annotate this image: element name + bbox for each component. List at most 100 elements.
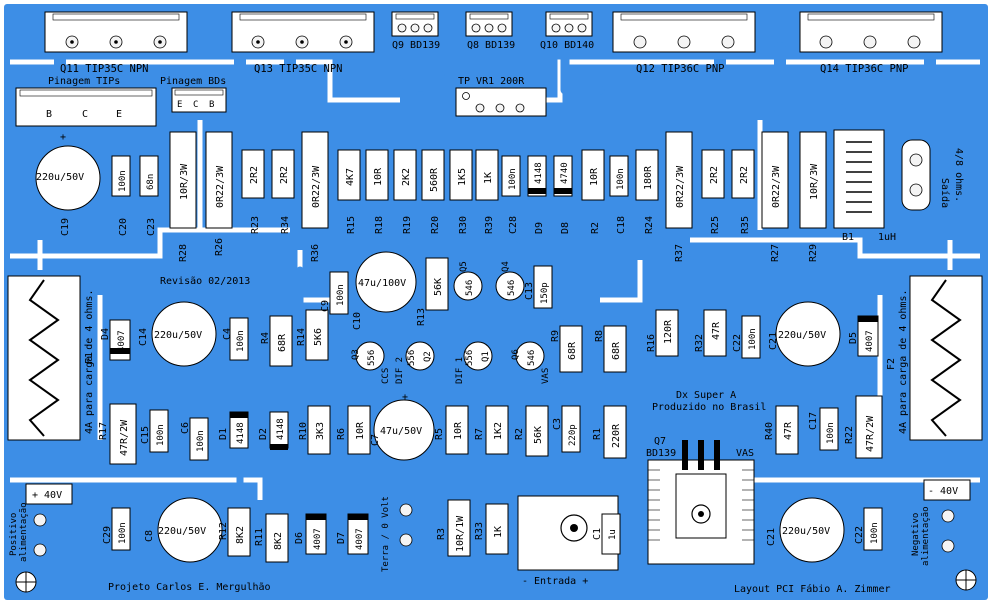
d7-ref: D7	[336, 532, 347, 544]
r34-value: 2R2	[279, 166, 290, 184]
q13-label: Q13 TIP35C NPN	[254, 63, 343, 75]
q1-value: 556	[465, 350, 475, 366]
c21-value: 220u/50V	[778, 330, 826, 341]
r2x-value: 10R	[589, 167, 600, 186]
q6-value: 546	[527, 350, 537, 366]
c20-value: 100n	[118, 170, 128, 192]
c21-ref: C21	[768, 332, 779, 350]
q11-outline: Q11 TIP35C NPN	[44, 11, 188, 75]
output-load: 4/8 ohms.	[953, 148, 964, 202]
inductor-value: 1uH	[878, 232, 896, 243]
r9-value: 68R	[567, 341, 578, 360]
r24-value: 180R	[643, 165, 654, 190]
r16-ref: R16	[646, 334, 657, 352]
q7-ref: Q7	[654, 436, 666, 447]
vas-label-small: VAS	[541, 368, 551, 384]
r26-value: 0R22/3W	[215, 165, 226, 208]
r22-ref: R22	[844, 426, 855, 444]
f1-ref: F1	[84, 352, 95, 364]
c19-ref: C19	[60, 218, 71, 236]
r13-ref: R13	[416, 308, 427, 326]
q2-ref: Q2	[423, 351, 433, 362]
b1-ref: B1	[842, 232, 854, 243]
neg-supply-value: - 40V	[928, 486, 958, 497]
c4-value: 100n	[236, 330, 246, 352]
c21b-ref: C21	[766, 528, 777, 546]
r27-value: 0R22/3W	[771, 165, 782, 208]
r11-value: 8K2	[273, 532, 284, 550]
q5-value: 546	[465, 280, 475, 296]
vas-label: VAS	[736, 448, 754, 459]
pinout-bd-b: B	[209, 100, 214, 110]
r7-value: 1K2	[493, 422, 504, 440]
neg-supply-label-2: alimentação	[921, 506, 931, 566]
c1-ref: C1	[592, 528, 603, 540]
c3-value: 220p	[568, 424, 578, 446]
pinout-c: C	[82, 109, 88, 120]
q5-ref: Q5	[459, 261, 469, 272]
r28-ref: R28	[178, 244, 189, 262]
c9-value: 100n	[336, 284, 346, 306]
c4-ref: C4	[222, 328, 233, 340]
r40-ref: R40	[764, 422, 775, 440]
r20-value: 560R	[429, 167, 440, 192]
c23-ref: C23	[146, 218, 157, 236]
c1-value: 1u	[608, 529, 618, 540]
c23-value: 68n	[146, 174, 156, 190]
q13-outline: Q13 TIP35C NPN	[231, 11, 375, 75]
q4-ref: Q4	[501, 261, 511, 272]
r25-ref: R25	[710, 216, 721, 234]
r16-value: 120R	[663, 319, 674, 344]
d2-ref: D2	[258, 428, 269, 440]
d1-ref: D1	[218, 428, 229, 440]
r18-ref: R18	[374, 216, 385, 234]
d6-ref: D6	[294, 532, 305, 544]
pinout-tips-title: Pinagem TIPs	[48, 76, 120, 87]
q6-ref: Q6	[511, 349, 521, 360]
r37-ref: R37	[674, 244, 685, 262]
c21b-value: 220u/50V	[782, 526, 830, 537]
neg-supply-label-1: Negativo	[911, 513, 921, 556]
r15-ref: R15	[346, 216, 357, 234]
q2-value: 556	[407, 350, 417, 366]
c3-ref: C3	[552, 418, 563, 430]
r14-value: 5K6	[313, 328, 324, 346]
r8-value: 68R	[611, 341, 622, 360]
c13-ref: C13	[524, 282, 535, 300]
r2-ref: R2	[514, 428, 525, 440]
q4-value: 546	[507, 280, 517, 296]
pinout-e: E	[116, 109, 122, 120]
r17-ref: R17	[98, 422, 109, 440]
d4-ref: D4	[100, 328, 111, 340]
r24-ref: R24	[644, 216, 655, 234]
q8-label: Q8 BD139	[467, 40, 515, 51]
d7-value: 4007	[355, 528, 365, 550]
fuse-f1: F1 4A para carga de 4 ohms.	[7, 275, 95, 441]
r17-value: 47R/2W	[119, 419, 130, 456]
r37-value: 0R22/3W	[675, 165, 686, 208]
d9-value: 4148	[534, 162, 544, 184]
svg-text:+: +	[402, 392, 408, 403]
d1-value: 4148	[236, 422, 246, 444]
r1-ref: R1	[592, 428, 603, 440]
r7-ref: R7	[474, 428, 485, 440]
c14-value: 220u/50V	[154, 330, 202, 341]
q7-type: BD139	[646, 448, 676, 459]
c14-ref: C14	[138, 328, 149, 346]
r10-ref: R10	[298, 422, 309, 440]
pinout-bd-c: C	[193, 100, 198, 110]
pinout-tips: Pinagem TIPs B C E	[15, 76, 157, 127]
r18-value: 10R	[373, 167, 384, 186]
f1-note: 4A para carga de 4 ohms.	[84, 290, 95, 435]
f2-note: 4A para carga de 4 ohms.	[898, 290, 909, 435]
c17-ref: C17	[808, 412, 819, 430]
credits-project: Projeto Carlos E. Mergulhão	[108, 582, 271, 593]
pos-supply-label-2: alimentação	[19, 502, 29, 562]
revision-label: Revisão 02/2013	[160, 276, 250, 287]
r3-ref: R3	[436, 528, 447, 540]
c17-value: 100n	[826, 422, 836, 444]
c13-value: 150p	[540, 282, 550, 304]
r23-ref: R23	[250, 216, 261, 234]
c8-value: 220u/50V	[158, 526, 206, 537]
